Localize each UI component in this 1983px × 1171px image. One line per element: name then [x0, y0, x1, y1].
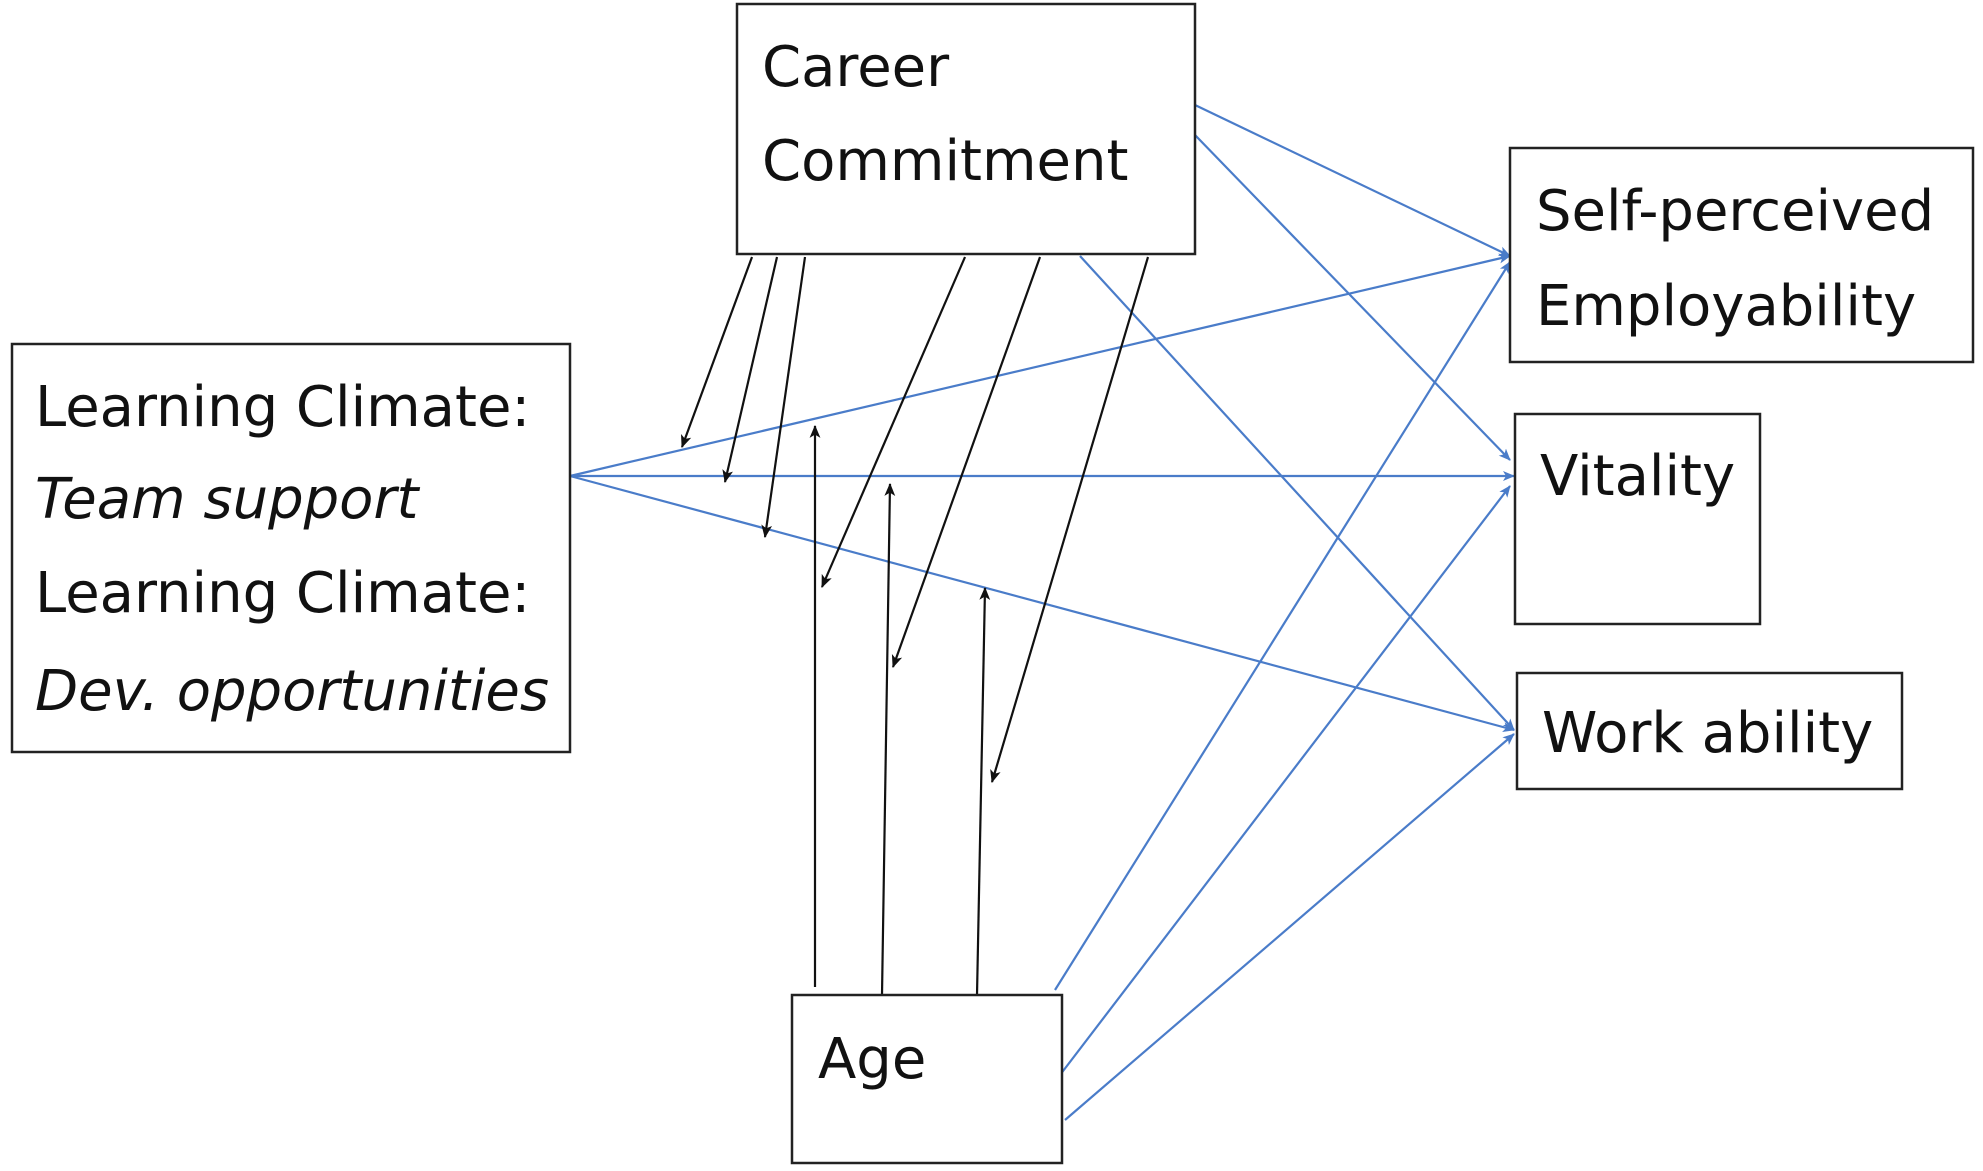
employability-line2: Employability — [1536, 274, 1916, 339]
path-age-to-employability — [1054, 261, 1511, 991]
path-learning-to-workability — [569, 474, 1515, 732]
node-self-perceived-employability: Self-perceived Employability — [1508, 146, 1975, 364]
moderation-age-3 — [975, 586, 991, 996]
moderation-career-2 — [722, 256, 779, 484]
vitality-label: Vitality — [1540, 444, 1735, 509]
employability-line1: Self-perceived — [1536, 179, 1934, 244]
moderation-career-6 — [990, 256, 1150, 784]
path-learning-to-employability — [569, 253, 1511, 478]
node-vitality: Vitality — [1513, 412, 1762, 626]
moderation-career-1 — [680, 256, 754, 449]
moderation-age-2 — [880, 482, 896, 996]
moderation-career-3 — [761, 256, 807, 539]
age-label: Age — [818, 1027, 926, 1092]
learning-climate-line4: Dev. opportunities — [35, 659, 549, 724]
learning-climate-line2: Team support — [35, 467, 420, 532]
moderation-paths — [680, 256, 1150, 996]
node-learning-climate: Learning Climate: Team support Learning … — [10, 342, 572, 754]
node-age: Age — [790, 993, 1064, 1165]
node-work-ability: Work ability — [1515, 671, 1904, 791]
path-career-to-vitality — [1194, 134, 1511, 461]
node-career-commitment: Career Commitment — [735, 2, 1197, 256]
learning-climate-line3: Learning Climate: — [35, 561, 530, 626]
path-career-to-workability — [1079, 255, 1515, 731]
moderation-career-4 — [820, 256, 967, 588]
path-age-to-workability — [1064, 733, 1515, 1121]
path-age-to-vitality — [1059, 485, 1511, 1076]
learning-climate-line1: Learning Climate: — [35, 375, 530, 440]
career-commitment-line2: Commitment — [762, 129, 1128, 194]
path-career-to-employability — [1194, 104, 1511, 257]
moderation-career-5 — [891, 256, 1042, 669]
work-ability-label: Work ability — [1542, 701, 1873, 766]
career-commitment-line1: Career — [762, 35, 950, 100]
